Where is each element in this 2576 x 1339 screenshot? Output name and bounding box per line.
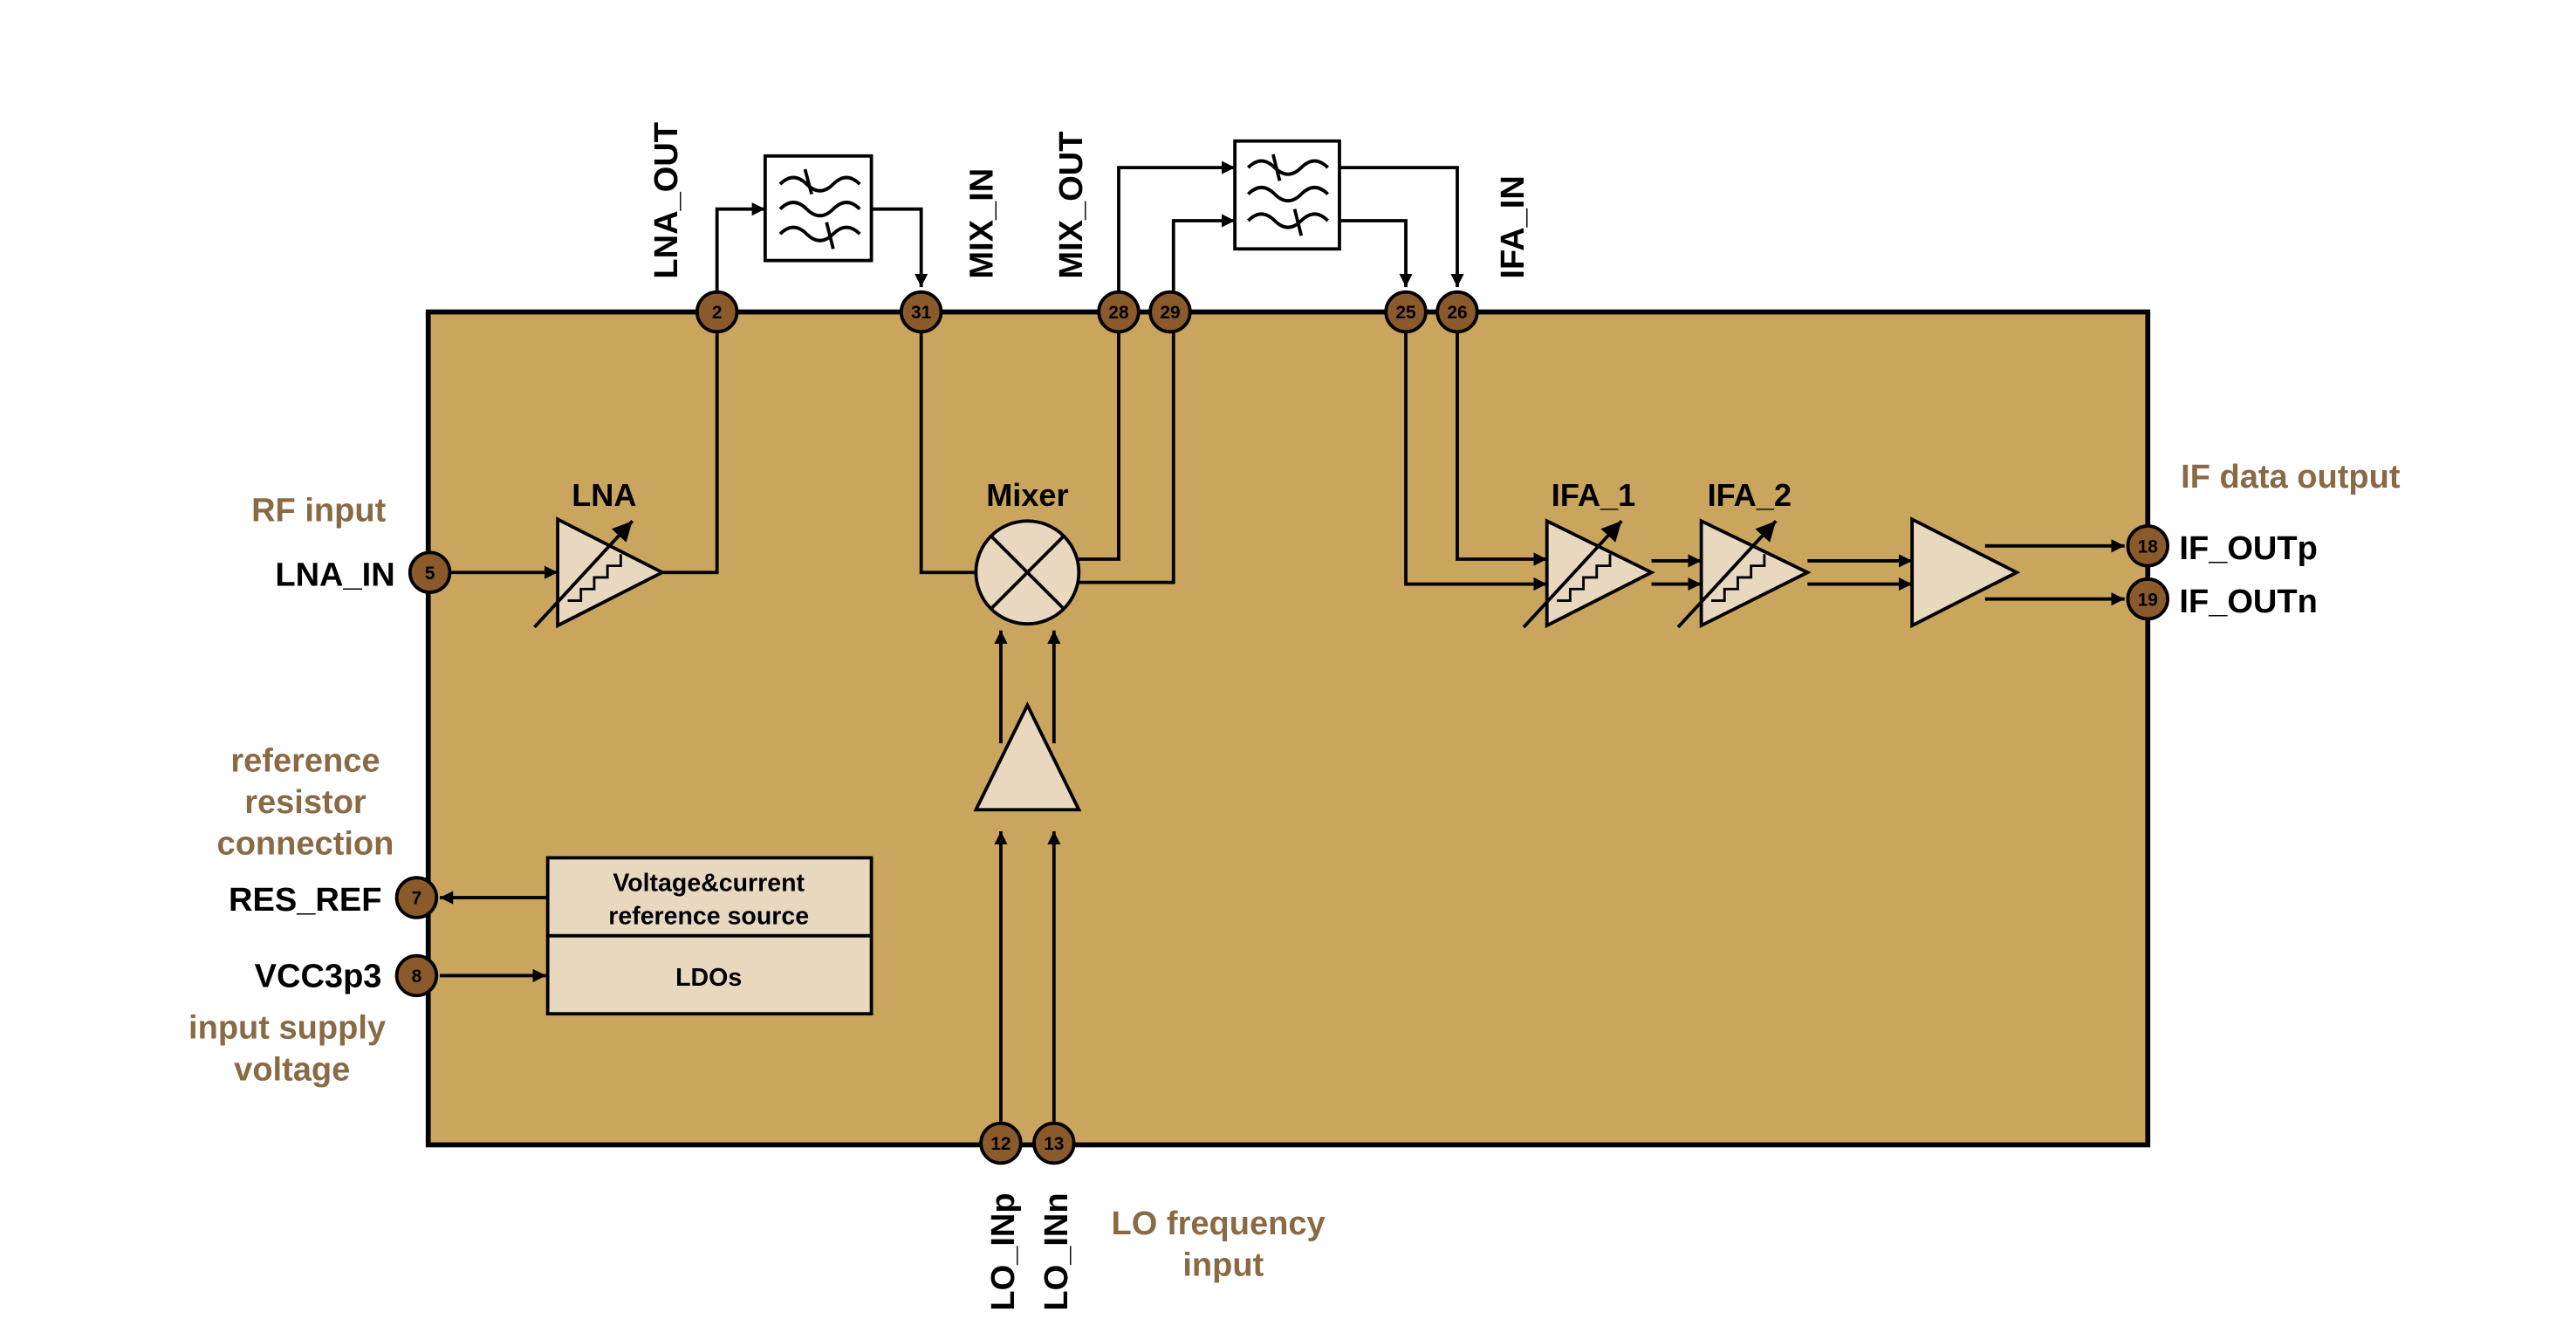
ifa2-amplifier [1676,518,1812,629]
pin-26: 26 [1435,290,1479,334]
svg-text:12: 12 [990,1134,1011,1154]
svg-text:8: 8 [412,967,422,987]
pin-25: 25 [1384,290,1428,334]
annotation-ref-1: reference [230,742,380,779]
signal-mix-in: MIX_IN [963,168,1000,279]
pin-7: 7 [394,876,439,919]
signal-ifa-in: IFA_IN [1495,175,1531,278]
pin-18: 18 [2126,524,2169,568]
svg-text:26: 26 [1447,303,1467,323]
pin-29: 29 [1148,290,1192,334]
chip-body [425,309,2151,1148]
pin-19: 19 [2126,577,2169,621]
svg-text:28: 28 [1108,303,1128,323]
svg-text:31: 31 [911,303,932,323]
ifa1-amplifier [1522,518,1655,629]
wires [440,161,2125,1122]
signal-vcc: VCC3p3 [255,959,382,995]
svg-text:5: 5 [425,564,435,584]
output-driver-amplifier [1910,516,2021,629]
lna-amplifier [533,516,667,629]
reference-ldo-block [545,856,874,1016]
pin-8: 8 [394,953,439,998]
svg-text:25: 25 [1395,303,1416,323]
signal-mix-out: MIX_OUT [1053,132,1090,279]
variable-gain-icon [1676,519,1778,629]
annotation-rf-input: RF input [251,492,387,529]
pin-5: 5 [408,550,452,594]
svg-text:2: 2 [712,303,723,323]
ldos-label: LDOs [675,964,742,992]
pin-12: 12 [979,1121,1023,1165]
pin-2: 2 [695,290,739,334]
variable-gain-icon [1522,519,1623,629]
filter-icon [1233,139,1341,251]
signal-lo-inn: LO_INn [1038,1192,1075,1310]
signal-lna-out: LNA_OUT [648,122,685,279]
mixer-icon [974,519,1081,626]
pin-28: 28 [1097,290,1141,334]
lo-buffer-amplifier [973,701,1082,812]
vref-label-line1: Voltage&current [613,869,805,897]
annotation-if-output: IF data output [2181,459,2401,495]
annotation-supply-1: input supply [188,1010,386,1047]
svg-text:18: 18 [2138,536,2158,557]
signal-lna-in: LNA_IN [275,557,394,593]
annotation-lo-1: LO frequency [1112,1206,1326,1242]
signal-lo-inp: LO_INp [985,1192,1022,1310]
annotation-supply-2: voltage [234,1051,350,1088]
filter-icon [763,154,874,263]
signal-if-outn: IF_OUTn [2179,584,2317,620]
ifa2-label: IFA_2 [1708,477,1792,513]
pin-31: 31 [899,290,943,334]
annotation-lo-2: input [1182,1247,1264,1284]
annotation-ref-3: connection [217,826,394,863]
variable-gain-icon [533,519,634,629]
svg-text:29: 29 [1160,303,1180,323]
svg-text:7: 7 [412,889,422,909]
svg-text:13: 13 [1044,1134,1064,1154]
ifa1-label: IFA_1 [1552,477,1635,513]
pin-13: 13 [1032,1121,1076,1165]
annotation-ref-2: resistor [244,784,367,821]
svg-text:19: 19 [2138,590,2158,610]
vref-label-line2: reference source [608,902,809,930]
signal-res-ref: RES_REF [229,882,381,919]
lna-label: LNA [572,477,636,513]
mixer-label: Mixer [986,477,1068,513]
signal-if-outp: IF_OUTp [2179,530,2317,567]
